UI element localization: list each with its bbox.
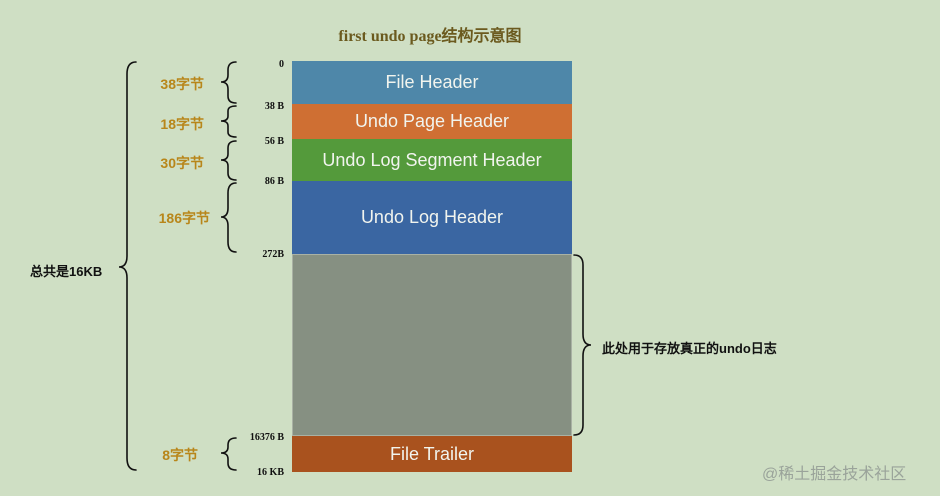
size-undo-page-header: 18字节 bbox=[160, 116, 204, 132]
undo-log-header-block: Undo Log Header bbox=[292, 181, 572, 254]
undo-log-data-area bbox=[292, 254, 572, 436]
size-file-trailer: 8字节 bbox=[162, 447, 198, 463]
size-undo-log-header: 186字节 bbox=[158, 210, 210, 226]
undo-page-header-label: Undo Page Header bbox=[354, 111, 510, 131]
offset-272: 272B bbox=[262, 249, 284, 260]
offset-16kb: 16 KB bbox=[257, 467, 284, 478]
undo-log-segment-header-block: Undo Log Segment Header bbox=[292, 139, 572, 181]
file-header-block: File Header bbox=[292, 61, 572, 104]
brace-undo-log-segment-header bbox=[220, 140, 237, 181]
undo-log-segment-header-label: Undo Log Segment Header bbox=[322, 149, 542, 170]
data-area-note: 此处用于存放真正的undo日志 bbox=[602, 341, 777, 356]
offset-86: 86 B bbox=[264, 176, 284, 187]
size-undo-log-segment-header: 30字节 bbox=[160, 155, 204, 171]
file-trailer-block: File Trailer bbox=[292, 436, 572, 472]
offset-56: 56 B bbox=[264, 136, 284, 147]
brace-file-trailer bbox=[220, 437, 237, 471]
offset-0: 0 bbox=[279, 59, 284, 70]
brace-undo-log-header bbox=[220, 182, 237, 253]
brace-file-header bbox=[220, 61, 237, 104]
file-header-label: File Header bbox=[385, 72, 479, 92]
undo-page-header-block: Undo Page Header bbox=[292, 104, 572, 139]
offset-16376: 16376 B bbox=[249, 432, 284, 443]
offset-38: 38 B bbox=[264, 101, 284, 112]
brace-total bbox=[118, 61, 137, 471]
diagram-title: first undo page结构示意图 bbox=[338, 28, 522, 45]
watermark: @稀土掘金技术社区 bbox=[762, 466, 907, 483]
brace-undo-page-header bbox=[220, 105, 237, 138]
size-file-header: 38字节 bbox=[160, 76, 204, 92]
total-size-label: 总共是16KB bbox=[30, 264, 103, 279]
file-trailer-label: File Trailer bbox=[389, 443, 474, 464]
undo-log-header-label: Undo Log Header bbox=[360, 207, 504, 227]
brace-data-area bbox=[573, 254, 592, 436]
